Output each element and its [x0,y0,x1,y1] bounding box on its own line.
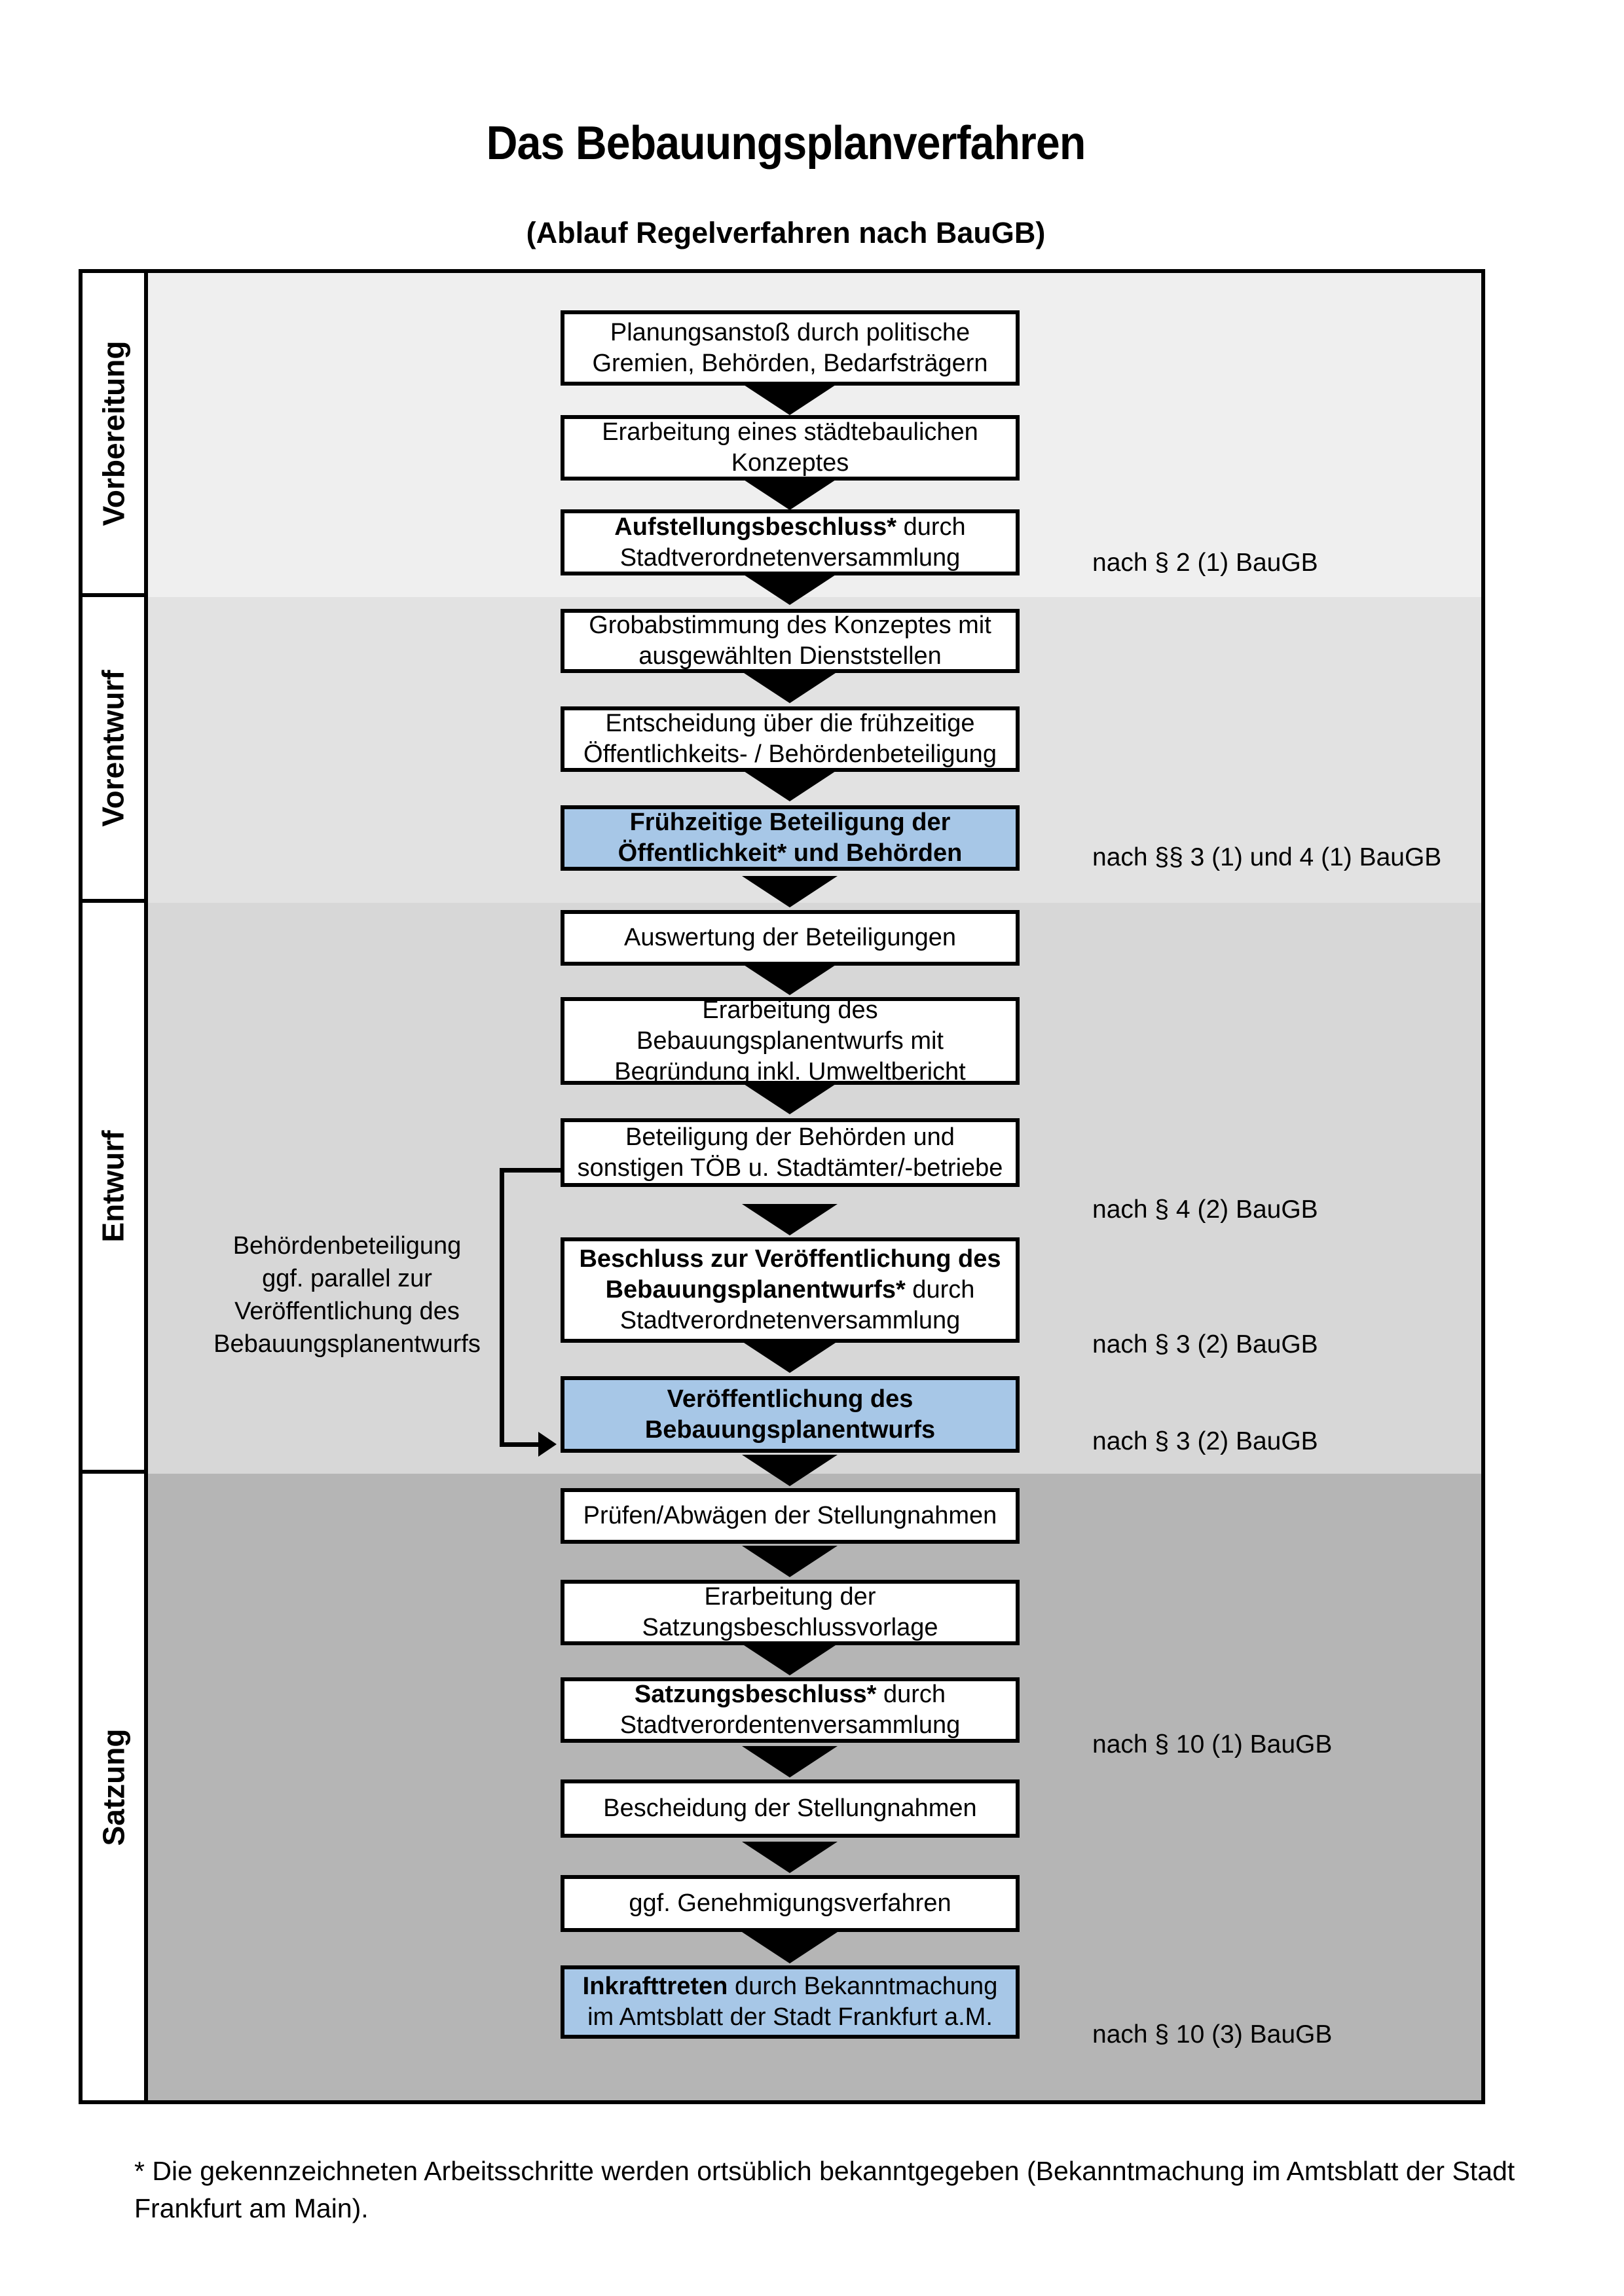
legal-ref-veroeffentlichung: nach § 3 (2) BauGB [1092,1427,1318,1455]
footnote: * Die gekennzeichneten Arbeitsschritte w… [134,2156,1515,2223]
connector-arrowhead-icon [538,1432,557,1457]
arrow-down-icon [742,672,838,703]
flow-box-text: Erarbeitung eines städtebaulichen Konzep… [602,418,978,477]
diagram-title: Das Bebauungsplanverfahren [486,117,1086,170]
flow-box-entscheidung-beteiligung: Entscheidung über die frühzeitige Öffent… [561,706,1020,772]
flow-box-grobabstimmung: Grobabstimmung des Konzeptes mit ausgewä… [561,609,1020,673]
arrow-down-icon [742,1644,838,1675]
phase-cell-entwurf: Entwurf [83,903,144,1474]
flow-box-text: Beteiligung der Behörden und sonstigen T… [577,1123,1003,1182]
arrow-down-icon [742,1746,838,1777]
flow-box-bescheidung: Bescheidung der Stellungnahmen [561,1779,1020,1838]
flow-box-text: Satzungsbeschluss* durch Stadtverordente… [619,1681,961,1739]
flow-box-staedtebauliches-konzept: Erarbeitung eines städtebaulichen Konzep… [561,415,1020,481]
legal-ref-beschluss-veroeffentlichung: nach § 3 (2) BauGB [1092,1330,1318,1358]
flow-box-satzungsbeschlussvorlage: Erarbeitung der Satzungsbeschlussvorlage [561,1580,1020,1645]
flow-box-text: Auswertung der Beteiligungen [623,924,956,951]
legal-ref-satzungsbeschluss: nach § 10 (1) BauGB [1092,1730,1333,1758]
arrow-down-icon [742,1341,838,1373]
connector-line-top [500,1168,562,1173]
phase-label-satzung: Satzung [96,1728,131,1846]
flow-box-text: Frühzeitige Beteiligung der Öffentlichke… [618,809,963,867]
flow-box-text: Entscheidung über die frühzeitige Öffent… [583,710,997,768]
flow-box-beschluss-veroeffentlichung: Beschluss zur Veröffentlichung des Bebau… [561,1237,1020,1343]
arrow-down-icon [742,479,838,510]
connector-line-vertical [500,1168,504,1447]
arrow-down-icon [742,1204,838,1235]
flow-box-satzungsbeschluss: Satzungsbeschluss* durch Stadtverordente… [561,1677,1020,1743]
flow-box-planungsanstoss: Planungsanstoß durch politische Gremien,… [561,310,1020,386]
flow-box-text: Planungsanstoß durch politische Gremien,… [592,318,988,377]
flow-box-text: Bescheidung der Stellungnahmen [603,1795,977,1822]
flow-box-text: Erarbeitung des Bebauungsplanentwurfs mi… [614,996,966,1085]
phase-label-entwurf: Entwurf [96,1130,131,1243]
arrow-down-icon [742,770,838,801]
flow-box-text: Veröffentlichung des Bebauungsplanentwur… [644,1385,936,1444]
legal-ref-behoerdenbeteiligung: nach § 4 (2) BauGB [1092,1195,1318,1224]
phase-label-vorbereitung: Vorbereitung [96,340,131,526]
legal-ref-inkrafttreten: nach § 10 (3) BauGB [1092,2020,1333,2049]
legal-ref-aufstellungsbeschluss: nach § 2 (1) BauGB [1092,549,1318,577]
flow-box-text: Aufstellungsbeschluss* durch Stadtverord… [614,513,966,572]
phase-sidebar: Vorbereitung Vorentwurf Entwurf Satzung [83,273,148,2100]
diagram-subtitle: (Ablauf Regelverfahren nach BauGB) [526,216,1046,249]
flow-box-fruehzeitige-beteiligung: Frühzeitige Beteiligung der Öffentlichke… [561,805,1020,871]
flow-box-text: Beschluss zur Veröffentlichung des Bebau… [579,1245,1001,1334]
arrow-down-icon [742,1932,838,1963]
flow-box-text: Grobabstimmung des Konzeptes mit ausgewä… [589,611,991,670]
phase-cell-satzung: Satzung [83,1474,144,2100]
flow-box-pruefen-abwaegen: Prüfen/Abwägen der Stellungnahmen [561,1488,1020,1544]
flow-box-text: Erarbeitung der Satzungsbeschlussvorlage [642,1583,938,1641]
flow-box-text: Prüfen/Abwägen der Stellungnahmen [583,1502,997,1529]
flow-box-auswertung: Auswertung der Beteiligungen [561,910,1020,966]
phase-label-vorentwurf: Vorentwurf [96,669,130,827]
phase-cell-vorbereitung: Vorbereitung [83,273,144,597]
arrow-down-icon [742,1455,838,1486]
flow-box-erarbeitung-entwurf: Erarbeitung des Bebauungsplanentwurfs mi… [561,996,1020,1085]
flow-box-genehmigungsverfahren: ggf. Genehmigungsverfahren [561,1875,1020,1932]
arrow-down-icon [742,384,838,415]
arrow-down-icon [742,1083,838,1114]
flow-box-text: ggf. Genehmigungsverfahren [629,1889,951,1917]
flow-box-behoerdenbeteiligung: Beteiligung der Behörden und sonstigen T… [561,1118,1020,1187]
arrow-down-icon [742,964,838,995]
flow-box-inkrafttreten: Inkrafttreten durch Bekanntmachung im Am… [561,1965,1020,2039]
legal-ref-fruehzeitige-beteiligung: nach §§ 3 (1) und 4 (1) BauGB [1092,843,1442,871]
flow-box-text: Inkrafttreten durch Bekanntmachung im Am… [582,1973,998,2031]
phase-cell-vorentwurf: Vorentwurf [83,597,144,903]
connector-line-bottom [500,1442,540,1447]
flow-box-veroeffentlichung: Veröffentlichung des Bebauungsplanentwur… [561,1376,1020,1453]
arrow-down-icon [742,1842,838,1873]
arrow-down-icon [742,574,838,605]
flow-box-aufstellungsbeschluss: Aufstellungsbeschluss* durch Stadtverord… [561,509,1020,575]
arrow-down-icon [742,1546,838,1577]
arrow-down-icon [742,876,838,907]
side-note-parallel-beteiligung: Behördenbeteiligung ggf. parallel zur Ve… [213,1232,481,1358]
